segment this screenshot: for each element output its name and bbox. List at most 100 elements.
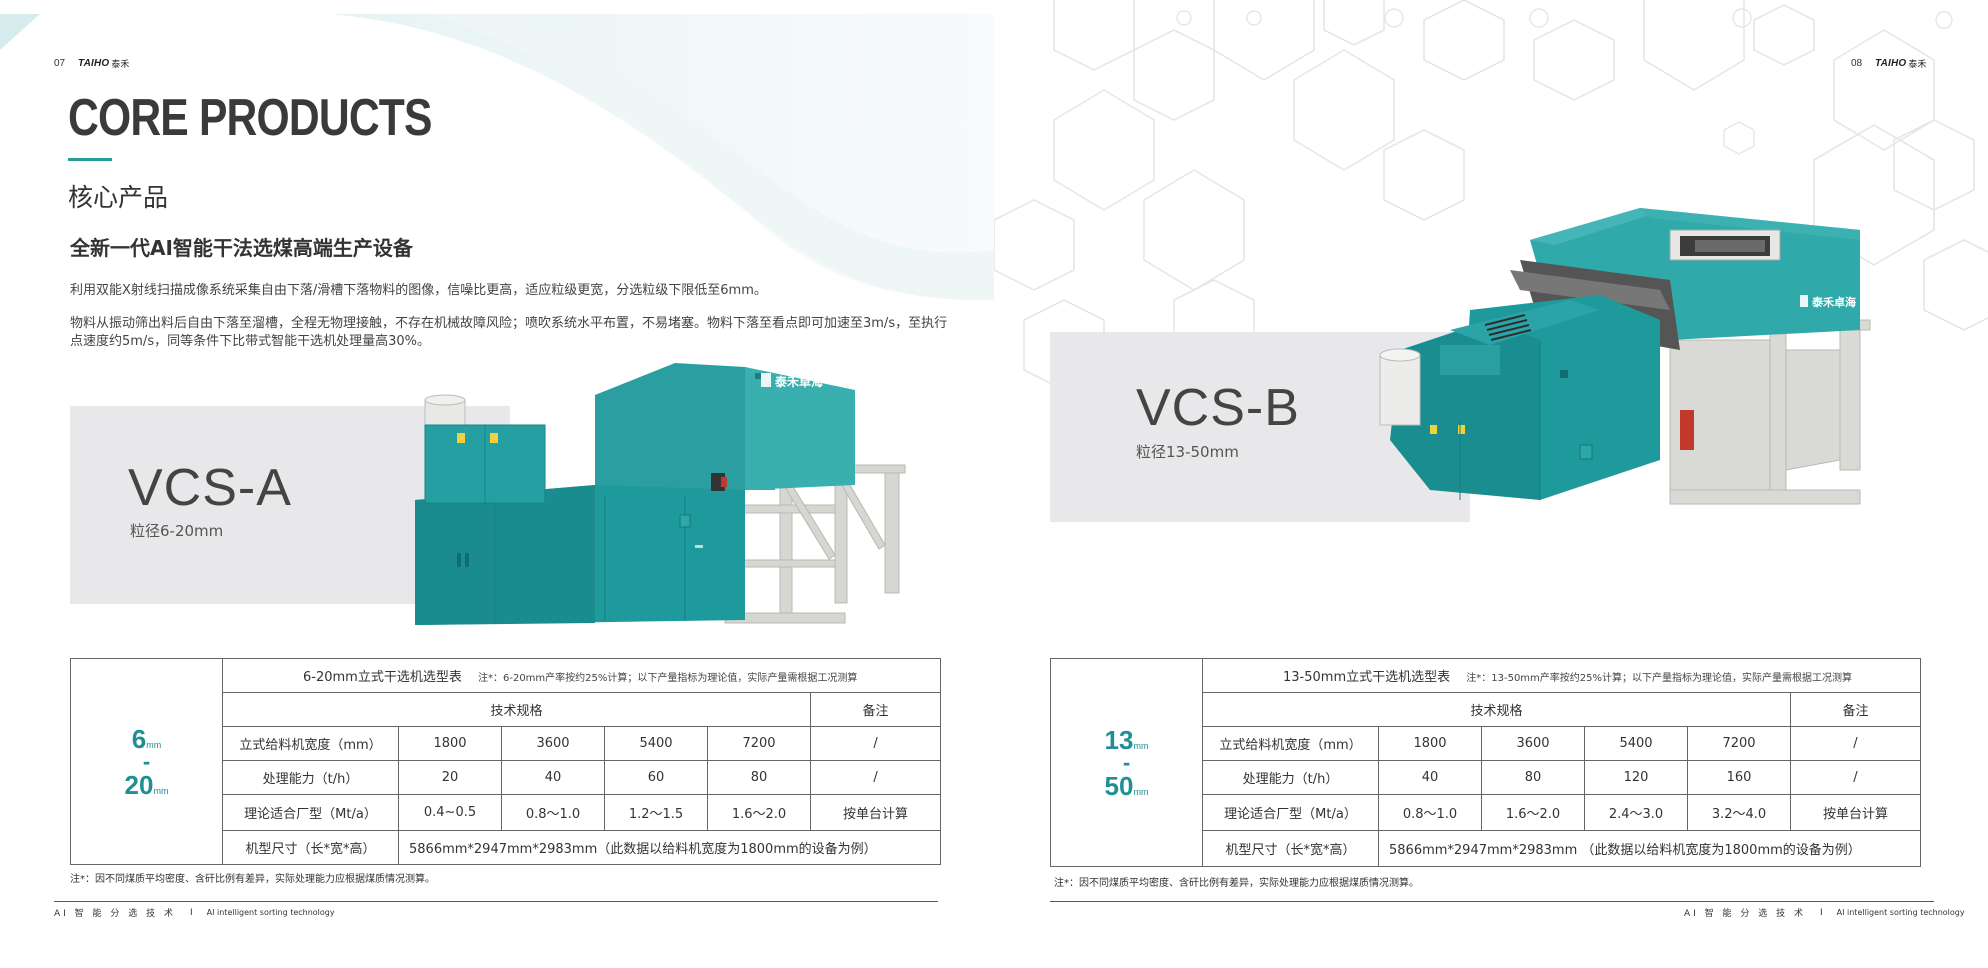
- cell: 80: [1481, 760, 1585, 795]
- table-title-row: 6-20mm立式干选机选型表 注*：6-20mm产率按约25%计算；以下产量指标…: [221, 658, 942, 693]
- range-dash: -: [142, 748, 151, 774]
- footer-separator: I: [189, 907, 193, 918]
- cell: 3600: [501, 726, 605, 761]
- page-number: 07: [54, 58, 66, 69]
- machine-brand-b: 泰禾卓海: [1811, 295, 1856, 309]
- row-label: 理论适合厂型（Mt/a）: [1202, 794, 1379, 831]
- spec-table-a: 6mm - 20mm 6-20mm立式干选机选型表 注*：6-20mm产率按约2…: [70, 658, 942, 865]
- cell: 0.4~0.5: [398, 794, 502, 831]
- cell: 1.6～2.0: [1481, 794, 1585, 831]
- model-subtitle: 粒径13-50mm: [1136, 443, 1239, 461]
- headline: 全新一代AI智能干法选煤高端生产设备: [70, 236, 413, 260]
- cell: 0.8～1.0: [501, 794, 605, 831]
- header-spec: 技术规格: [222, 692, 811, 727]
- footer-cn: AI 智 能 分 选 技 术: [1684, 909, 1806, 919]
- footer-en: AI intelligent sorting technology: [206, 908, 335, 917]
- range-top: 6: [131, 723, 147, 754]
- row-label: 立式给料机宽度（mm）: [1202, 726, 1379, 761]
- cell-remark: /: [809, 760, 942, 795]
- table-row: 处理能力（t/h） 40 80 120 160 /: [1051, 760, 1921, 795]
- table-note: 注*：6-20mm产率按约25%计算；以下产量指标为理论值，实际产量需根据工况测…: [477, 673, 858, 684]
- cell: 0.8～1.0: [1378, 794, 1482, 831]
- table-note: 注*：13-50mm产率按约25%计算；以下产量指标为理论值，实际产量需根据工况…: [1466, 673, 1853, 684]
- paragraph-1: 利用双能X射线扫描成像系统采集自由下落/滑槽下落物料的图像，信噪比更高，适应粒级…: [70, 283, 767, 298]
- row-label: 处理能力（t/h）: [1202, 760, 1379, 795]
- table-title: 13-50mm立式干选机选型表: [1283, 670, 1451, 685]
- range-bottom: 20: [124, 769, 154, 800]
- cell-remark: /: [1790, 760, 1921, 795]
- footer: AI 智 能 分 选 技 术 I AI intelligent sorting …: [1684, 906, 1965, 920]
- range-unit-bottom: mm: [153, 785, 169, 796]
- table-row: 机型尺寸（长*宽*高） 5866mm*2947mm*2983mm （此数据以给料…: [1051, 830, 1921, 867]
- table-title-row: 13-50mm立式干选机选型表 注*：13-50mm产率按约25%计算；以下产量…: [1202, 658, 1921, 693]
- model-name: VCS-B: [1136, 379, 1300, 437]
- brand-logo-text: TAIHO: [1875, 58, 1907, 69]
- footnote: 注*：因不同煤质平均密度、含矸比例有差异，实际处理能力应根据煤质情况测算。: [1054, 878, 1419, 889]
- footer-line: [1050, 901, 1934, 902]
- range-dash: -: [1122, 749, 1131, 775]
- cell: 7200: [1687, 726, 1791, 761]
- footer-en: AI intelligent sorting technology: [1836, 908, 1965, 917]
- cell: 1.2～1.5: [604, 794, 708, 831]
- cell: 20: [398, 760, 502, 795]
- footer: AI 智 能 分 选 技 术 I AI intelligent sorting …: [54, 906, 335, 920]
- row-label: 理论适合厂型（Mt/a）: [222, 794, 399, 831]
- range-top: 13: [1104, 724, 1134, 755]
- range-cell-a: 6mm - 20mm: [70, 658, 223, 865]
- footnote: 注*：因不同煤质平均密度、含矸比例有差异，实际处理能力应根据煤质情况测算。: [70, 874, 435, 885]
- header-remark: 备注: [1790, 692, 1921, 727]
- spec-table-b: 13mm - 50mm 13-50mm立式干选机选型表 注*：13-50mm产率…: [1050, 658, 1921, 867]
- vcs-a-machine-image: 泰禾卓海: [415, 363, 906, 625]
- cell-remark: /: [809, 726, 942, 761]
- footer-line: [54, 901, 938, 902]
- range-unit-top: mm: [1133, 740, 1149, 751]
- table-row: 立式给料机宽度（mm） 1800 3600 5400 7200 /: [71, 726, 942, 761]
- size-value: 5866mm*2947mm*2983mm（此数据以给料机宽度为1800mm的设备…: [397, 830, 942, 865]
- row-label: 处理能力（t/h）: [222, 760, 399, 795]
- brand-logo-cn: 泰禾: [1908, 60, 1927, 70]
- brand-logo-text: TAIHO: [78, 58, 110, 69]
- section-title-en: CORE PRODUCTS: [68, 89, 432, 147]
- range-bottom: 50: [1104, 770, 1134, 801]
- brand-logo: TAIHO 泰禾: [1875, 57, 1926, 70]
- cell: 2.4～3.0: [1584, 794, 1688, 831]
- model-subtitle: 粒径6-20mm: [130, 522, 224, 540]
- left-wave-background: [0, 14, 994, 300]
- cell: 160: [1687, 760, 1791, 795]
- cell: 7200: [707, 726, 811, 761]
- vcs-b-machine-image: 泰禾卓海: [1379, 208, 1871, 505]
- machine-brand-a: 泰禾卓海: [774, 374, 823, 389]
- row-label: 立式给料机宽度（mm）: [222, 726, 399, 761]
- cell-remark: 按单台计算: [1790, 794, 1921, 831]
- brand-logo: TAIHO 泰禾: [78, 57, 129, 70]
- table-row: 处理能力（t/h） 20 40 60 80 /: [71, 760, 942, 795]
- cell-remark: /: [1790, 726, 1921, 761]
- size-label: 机型尺寸（长*宽*高）: [1202, 830, 1379, 867]
- cell: 1800: [398, 726, 502, 761]
- header-remark: 备注: [809, 692, 942, 727]
- cell: 40: [501, 760, 605, 795]
- accent-line: [68, 158, 112, 161]
- header-spec: 技术规格: [1202, 692, 1791, 727]
- page-number: 08: [1851, 58, 1863, 69]
- brand-logo-cn: 泰禾: [111, 60, 130, 70]
- cell: 80: [707, 760, 811, 795]
- footer-separator: I: [1819, 907, 1823, 918]
- cell: 3.2～4.0: [1687, 794, 1791, 831]
- table-row: 理论适合厂型（Mt/a） 0.8～1.0 1.6～2.0 2.4～3.0 3.2…: [1051, 794, 1921, 831]
- cell: 3600: [1481, 726, 1585, 761]
- table-row: 机型尺寸（长*宽*高） 5866mm*2947mm*2983mm（此数据以给料机…: [71, 830, 942, 865]
- size-label: 机型尺寸（长*宽*高）: [222, 830, 399, 865]
- cell: 5400: [1584, 726, 1688, 761]
- model-name: VCS-A: [128, 459, 292, 517]
- range-unit-bottom: mm: [1133, 786, 1149, 797]
- range-unit-top: mm: [146, 739, 162, 750]
- cell: 60: [604, 760, 708, 795]
- cell: 120: [1584, 760, 1688, 795]
- footer-cn: AI 智 能 分 选 技 术: [54, 909, 176, 919]
- cell: 1.6～2.0: [707, 794, 811, 831]
- cell: 5400: [604, 726, 708, 761]
- right-hexagon-background: [994, 0, 1988, 391]
- section-title-cn: 核心产品: [68, 183, 169, 212]
- cell-remark: 按单台计算: [809, 794, 942, 831]
